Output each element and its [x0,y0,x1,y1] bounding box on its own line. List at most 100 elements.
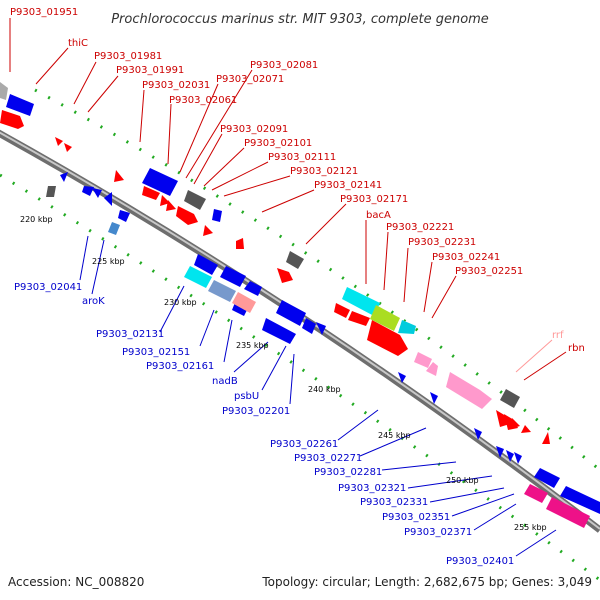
leader-line [223,175,291,197]
gene-label: P9303_02321 [338,483,406,494]
gene-arrow [142,186,160,200]
gene-label: P9303_02071 [216,74,284,85]
reverse-strand-features [6,94,600,514]
gene-arrow [398,372,406,383]
gene-arrow [348,311,370,326]
gene-label: P9303_02131 [96,329,164,340]
gene-label: P9303_02151 [122,347,190,358]
leader-line [91,239,105,295]
gene-arrow [426,362,438,376]
gene-label: P9303_02251 [455,266,523,277]
gene-label: psbU [234,391,259,402]
gene-arrow [370,305,400,331]
gene-arrow [524,484,548,503]
leader-line [305,203,347,245]
gene-label: P9303_02351 [382,512,450,523]
forward-labels: P9303_01951 thiC P9303_01981 P9303_01991… [9,7,585,381]
leader-line [79,235,89,281]
gene-label: P9303_02281 [314,467,382,478]
gene-label: P9303_02271 [294,453,362,464]
gene-arrow [510,418,520,429]
gene-label: P9303_02401 [446,556,514,567]
gene-label: P9303_02141 [314,180,382,191]
leader-line [381,461,457,471]
kbp-label: 220 kbp [20,215,53,224]
gene-arrow [142,168,178,196]
leader-line [473,503,517,531]
leader-line [383,231,389,291]
gene-arrow [0,110,24,129]
gene-label: P9303_01991 [116,65,184,76]
gene-arrow [118,210,130,222]
gene-arrow [398,320,416,334]
leader-line [167,103,172,165]
leader-line [203,147,245,187]
leader-line [73,61,97,105]
gene-label: P9303_02091 [220,124,288,135]
leader-line [515,339,553,373]
leader-line [159,285,185,333]
kbp-label: 240 kbp [308,385,341,394]
gene-arrow [244,281,262,296]
gene-arrow [184,266,212,288]
gene-arrow [546,497,590,528]
gene-label: bacA [366,210,391,221]
leader-line [35,47,69,85]
gene-label: P9303_01951 [10,7,78,18]
gene-arrow [92,188,102,198]
gene-label: P9303_02221 [386,222,454,233]
leader-line [185,69,253,179]
gene-arrow [46,186,56,197]
leader-line [179,83,219,173]
leader-line [199,309,215,347]
gene-arrow [194,254,218,275]
leader-line [407,475,493,489]
gene-label: thiC [68,38,88,49]
forward-strand-features [0,110,550,444]
reverse-labels: P9303_02041 aroK P9303_02131 P9303_02151… [14,235,557,567]
gene-arrow [208,280,236,302]
gene-arrow [232,292,256,313]
accession-text: Accession: NC_008820 [8,575,144,589]
gene-label: P9303_02081 [250,60,318,71]
gene-arrow [276,300,306,326]
gene-arrow [514,452,522,464]
map-title: Prochlorococcus marinus str. MIT 9303, c… [111,12,489,27]
gene-arrow [414,352,432,368]
gene-label: P9303_02061 [169,95,237,106]
gene-label: P9303_02161 [146,361,214,372]
gene-label: P9303_02031 [142,80,210,91]
gene-arrow [104,192,112,206]
gene-arrow [286,251,304,269]
kbp-label: 255 kbp [514,523,547,532]
leader-line [223,319,233,363]
gene-arrow [302,318,316,334]
kbp-label: 230 kbp [164,298,197,307]
gene-arrow [55,137,63,146]
gene-label: P9303_02231 [408,237,476,248]
gene-arrow [6,94,34,116]
gene-arrow [316,322,326,335]
leader-line [523,351,567,381]
tick-row-outer [34,88,600,472]
gene-arrow [542,432,550,444]
gene-arrow [367,320,408,356]
leader-line [359,427,427,457]
gene-label: P9303_02241 [432,252,500,263]
kbp-label: 225 kbp [92,257,125,266]
leader-line [261,345,287,391]
gene-label: P9303_02101 [244,138,312,149]
gene-label: P9303_02121 [290,166,358,177]
gene-arrow [560,486,600,514]
gene-arrow [534,468,560,488]
leader-line [429,487,505,503]
gene-arrow [500,389,520,408]
gene-arrow [521,425,531,433]
kbp-label: 250 kbp [446,476,479,485]
gene-arrow [114,170,124,182]
gene-arrow [60,172,68,182]
gene-arrow [334,303,350,318]
leader-line [289,353,295,405]
gene-label: P9303_02201 [222,406,290,417]
gene-arrow [108,222,120,235]
